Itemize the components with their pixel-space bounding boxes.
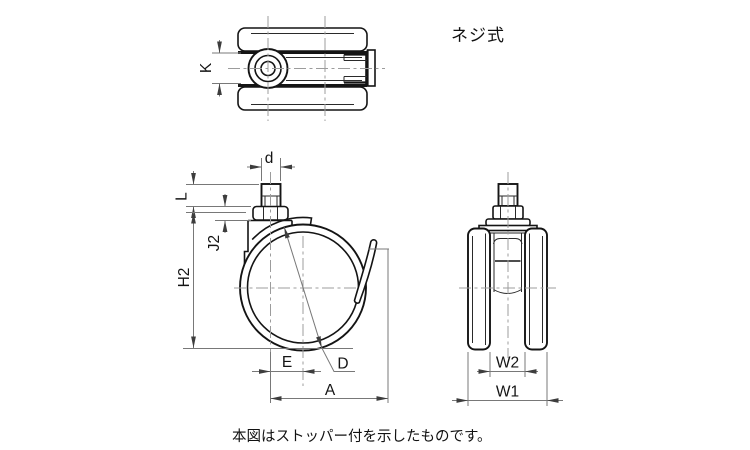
dim-K: K (198, 40, 241, 97)
dim-label-W2: W2 (496, 355, 519, 372)
front-view: d L J2 H2 E D (174, 150, 389, 403)
top-view-centerlines (228, 16, 385, 121)
top-view-wheels (237, 27, 368, 111)
dim-E: E (252, 354, 321, 374)
dim-label-J2: J2 (206, 235, 223, 251)
side-view-centerlines (459, 172, 556, 358)
dim-label-D: D (337, 356, 348, 373)
dim-A: A (270, 248, 389, 403)
side-view-wheels (467, 227, 548, 351)
dim-label-L: L (174, 192, 191, 201)
front-view-stopper-lever (353, 239, 378, 304)
dim-label-d: d (265, 150, 274, 167)
dim-label-W1: W1 (496, 384, 519, 401)
dim-d: d (247, 150, 295, 181)
dim-J2: J2 (206, 194, 251, 251)
dim-label-E: E (282, 354, 292, 371)
dim-D: D (283, 227, 355, 373)
dim-label-H2: H2 (176, 268, 193, 288)
dim-W2: W2 (477, 352, 538, 377)
dim-label-A: A (325, 382, 336, 399)
caption-note: 本図はストッパー付を示したものです。 (232, 428, 492, 445)
dim-L: L (174, 171, 259, 219)
top-view: K (198, 16, 385, 121)
drawing-type-label: ネジ式 (451, 26, 505, 45)
dim-H2: H2 (176, 212, 246, 348)
front-view-thread-guard-cap (251, 216, 313, 241)
side-view: W2 W1 (452, 172, 563, 406)
dim-W1: W1 (452, 352, 563, 406)
dim-label-K: K (198, 62, 215, 73)
